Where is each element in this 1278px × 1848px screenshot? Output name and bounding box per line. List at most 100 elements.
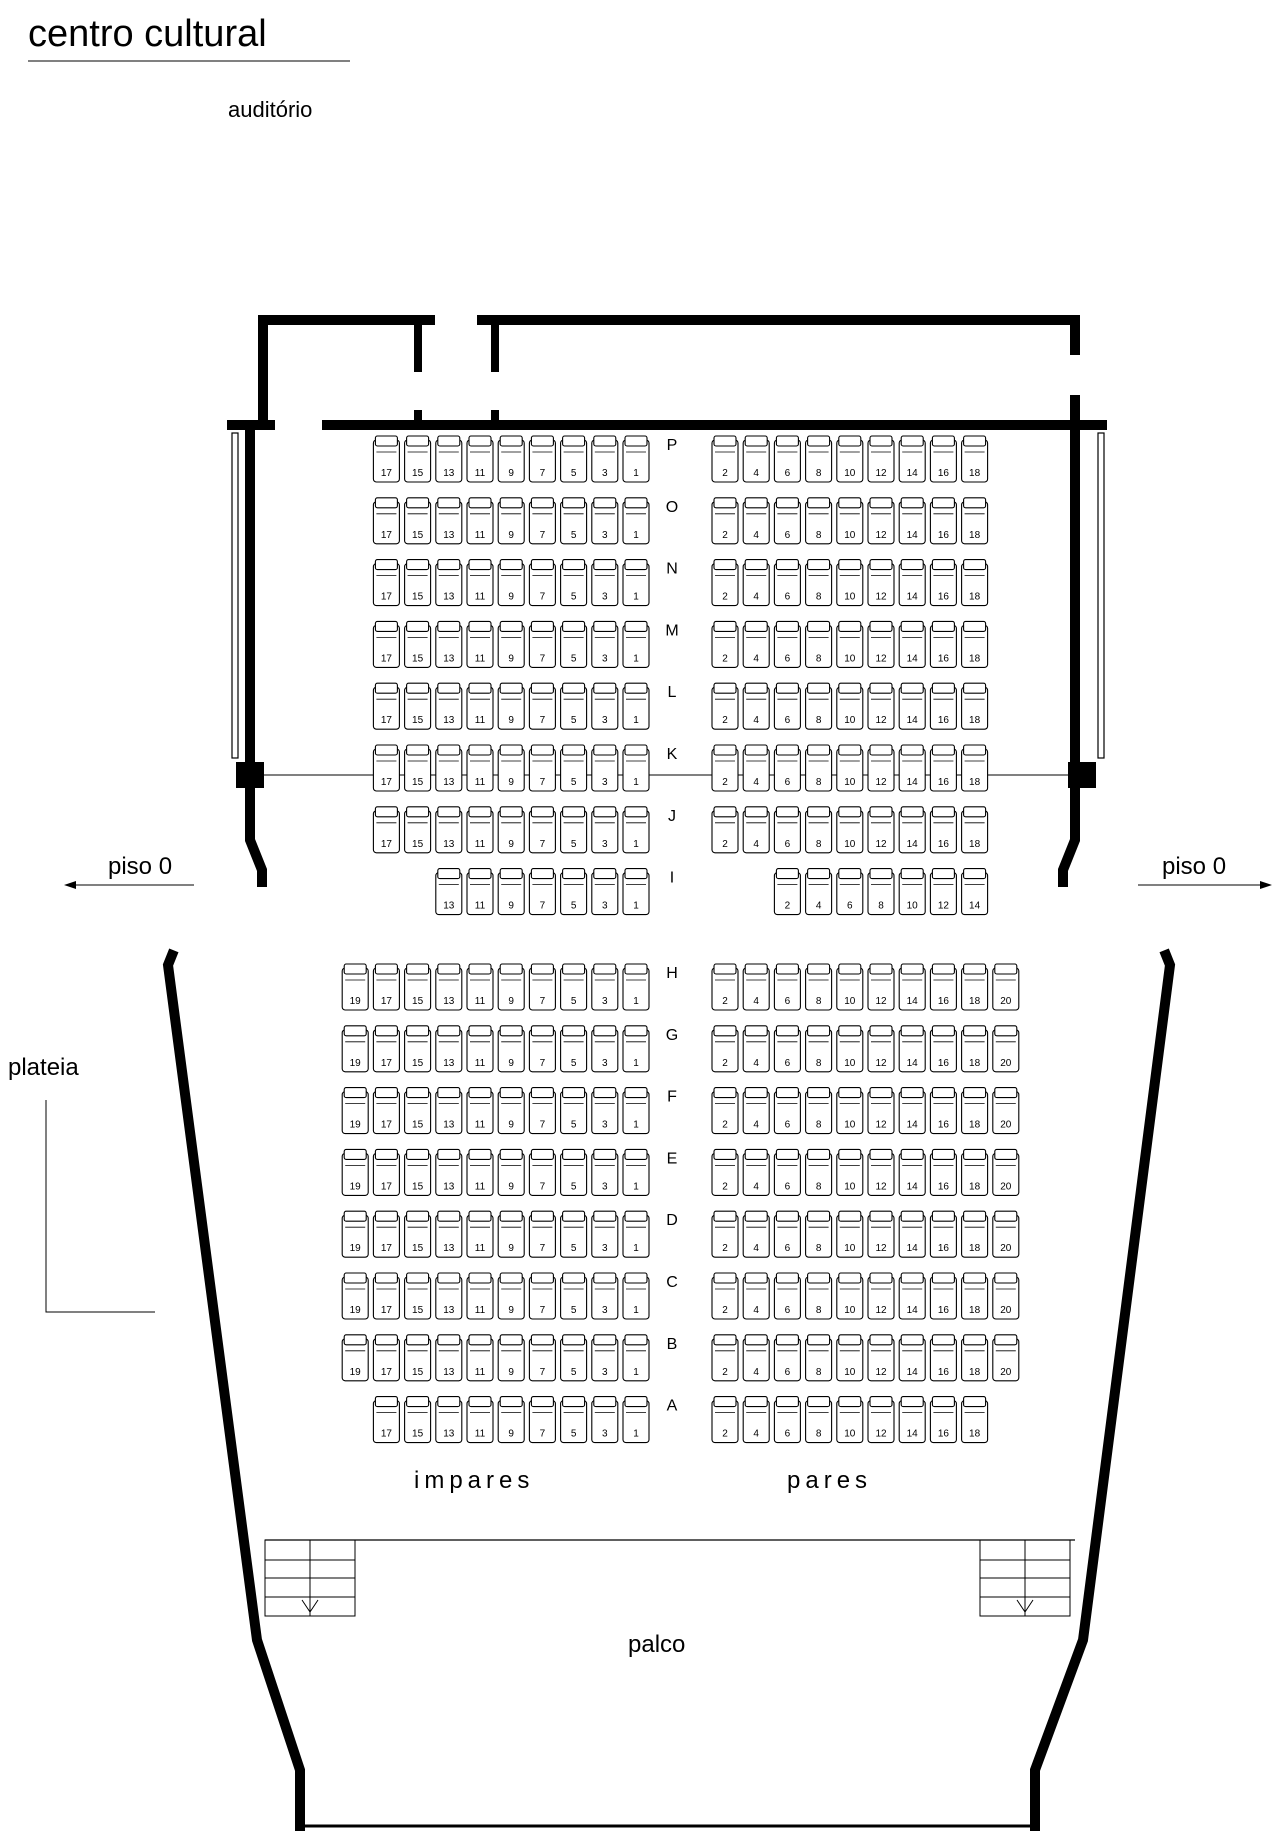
seat: 7 bbox=[528, 1087, 556, 1135]
seat-number: 7 bbox=[540, 1120, 546, 1131]
seat: 10 bbox=[836, 963, 864, 1011]
seat-number: 3 bbox=[602, 777, 608, 788]
seat: 5 bbox=[560, 1272, 588, 1320]
area-label: plateia bbox=[8, 1054, 79, 1081]
seat: 3 bbox=[591, 1025, 619, 1073]
seat: 16 bbox=[929, 620, 957, 668]
row-letter: F bbox=[667, 1089, 677, 1106]
seat-number: 2 bbox=[722, 839, 728, 850]
seat-number: 17 bbox=[381, 1305, 393, 1316]
seat-number: 3 bbox=[602, 468, 608, 479]
seat-number: 3 bbox=[602, 1243, 608, 1254]
seat-number: 2 bbox=[722, 1058, 728, 1069]
seat: 7 bbox=[528, 497, 556, 545]
seat-number: 14 bbox=[907, 592, 919, 603]
seat-number: 11 bbox=[475, 715, 486, 726]
seat-number: 10 bbox=[844, 592, 856, 603]
seat-number: 1 bbox=[633, 1243, 639, 1254]
seat-number: 10 bbox=[844, 715, 856, 726]
seat: 18 bbox=[961, 1210, 989, 1258]
seat: 2 bbox=[711, 806, 739, 854]
seat-number: 14 bbox=[907, 1367, 919, 1378]
row-letter: K bbox=[667, 746, 678, 763]
row-letter: M bbox=[665, 622, 678, 639]
seat-number: 11 bbox=[475, 653, 486, 664]
seat-number: 9 bbox=[508, 1120, 514, 1131]
seat-number: 9 bbox=[508, 1429, 514, 1440]
seat-number: 15 bbox=[412, 839, 424, 850]
seat: 8 bbox=[805, 963, 833, 1011]
seat-number: 18 bbox=[969, 1120, 981, 1131]
seat: 9 bbox=[497, 1148, 525, 1196]
seat: 14 bbox=[898, 620, 926, 668]
seat: 16 bbox=[929, 1087, 957, 1135]
seat-number: 7 bbox=[540, 1058, 546, 1069]
seat-number: 5 bbox=[571, 839, 577, 850]
seat-number: 4 bbox=[753, 653, 759, 664]
seat-number: 1 bbox=[633, 1367, 639, 1378]
seat-number: 19 bbox=[350, 996, 362, 1007]
seat: 12 bbox=[867, 744, 895, 792]
seat-number: 14 bbox=[907, 996, 919, 1007]
seat-number: 17 bbox=[381, 715, 393, 726]
row-letter: J bbox=[668, 808, 676, 825]
seat: 9 bbox=[497, 682, 525, 730]
seat-number: 7 bbox=[540, 777, 546, 788]
seat-number: 13 bbox=[443, 1181, 455, 1192]
seat: 14 bbox=[898, 1148, 926, 1196]
seat-number: 5 bbox=[571, 1305, 577, 1316]
seat-number: 9 bbox=[508, 777, 514, 788]
seat: 17 bbox=[372, 1334, 400, 1382]
seat: 11 bbox=[466, 963, 494, 1011]
seat: 3 bbox=[591, 806, 619, 854]
window-left bbox=[231, 432, 239, 759]
side-wall-right bbox=[1058, 395, 1080, 887]
seat: 2 bbox=[711, 1148, 739, 1196]
seat: 1 bbox=[622, 435, 650, 483]
seat: 10 bbox=[836, 497, 864, 545]
seat: 14 bbox=[898, 1272, 926, 1320]
seat-number: 7 bbox=[540, 1181, 546, 1192]
seat: 18 bbox=[961, 744, 989, 792]
row-letter: G bbox=[666, 1027, 678, 1044]
seat-number: 8 bbox=[816, 1243, 822, 1254]
seat-number: 18 bbox=[969, 1305, 981, 1316]
seat: 3 bbox=[591, 497, 619, 545]
side-wall-left bbox=[245, 420, 267, 887]
seat-number: 8 bbox=[816, 1305, 822, 1316]
seat: 3 bbox=[591, 1148, 619, 1196]
seat: 4 bbox=[742, 963, 770, 1011]
seat-number: 7 bbox=[540, 1305, 546, 1316]
seat: 1 bbox=[622, 497, 650, 545]
seat-number: 10 bbox=[844, 777, 856, 788]
row-letter: B bbox=[667, 1336, 678, 1353]
seat-number: 16 bbox=[938, 653, 950, 664]
seat-number: 13 bbox=[443, 1058, 455, 1069]
seat: 18 bbox=[961, 1334, 989, 1382]
page-title: centro cultural bbox=[28, 13, 267, 55]
seat: 9 bbox=[497, 559, 525, 607]
seat: 2 bbox=[711, 559, 739, 607]
seat-number: 15 bbox=[412, 1367, 424, 1378]
seat-number: 4 bbox=[753, 1058, 759, 1069]
seat-number: 3 bbox=[602, 1120, 608, 1131]
seat-number: 16 bbox=[938, 468, 950, 479]
seat: 18 bbox=[961, 806, 989, 854]
seat-number: 17 bbox=[381, 653, 393, 664]
seat: 9 bbox=[497, 1396, 525, 1444]
seat: 18 bbox=[961, 620, 989, 668]
seat: 17 bbox=[372, 682, 400, 730]
seat: 9 bbox=[497, 1210, 525, 1258]
seat-number: 6 bbox=[785, 468, 791, 479]
seat-number: 19 bbox=[350, 1243, 362, 1254]
seat-number: 17 bbox=[381, 996, 393, 1007]
seat: 4 bbox=[742, 682, 770, 730]
seat-number: 8 bbox=[816, 1181, 822, 1192]
even-side-label: pares bbox=[787, 1467, 872, 1494]
seat: 9 bbox=[497, 435, 525, 483]
seat-number: 6 bbox=[785, 592, 791, 603]
seat: 9 bbox=[497, 744, 525, 792]
seat-number: 7 bbox=[540, 1429, 546, 1440]
seat-number: 12 bbox=[875, 1429, 887, 1440]
seat-number: 9 bbox=[508, 653, 514, 664]
